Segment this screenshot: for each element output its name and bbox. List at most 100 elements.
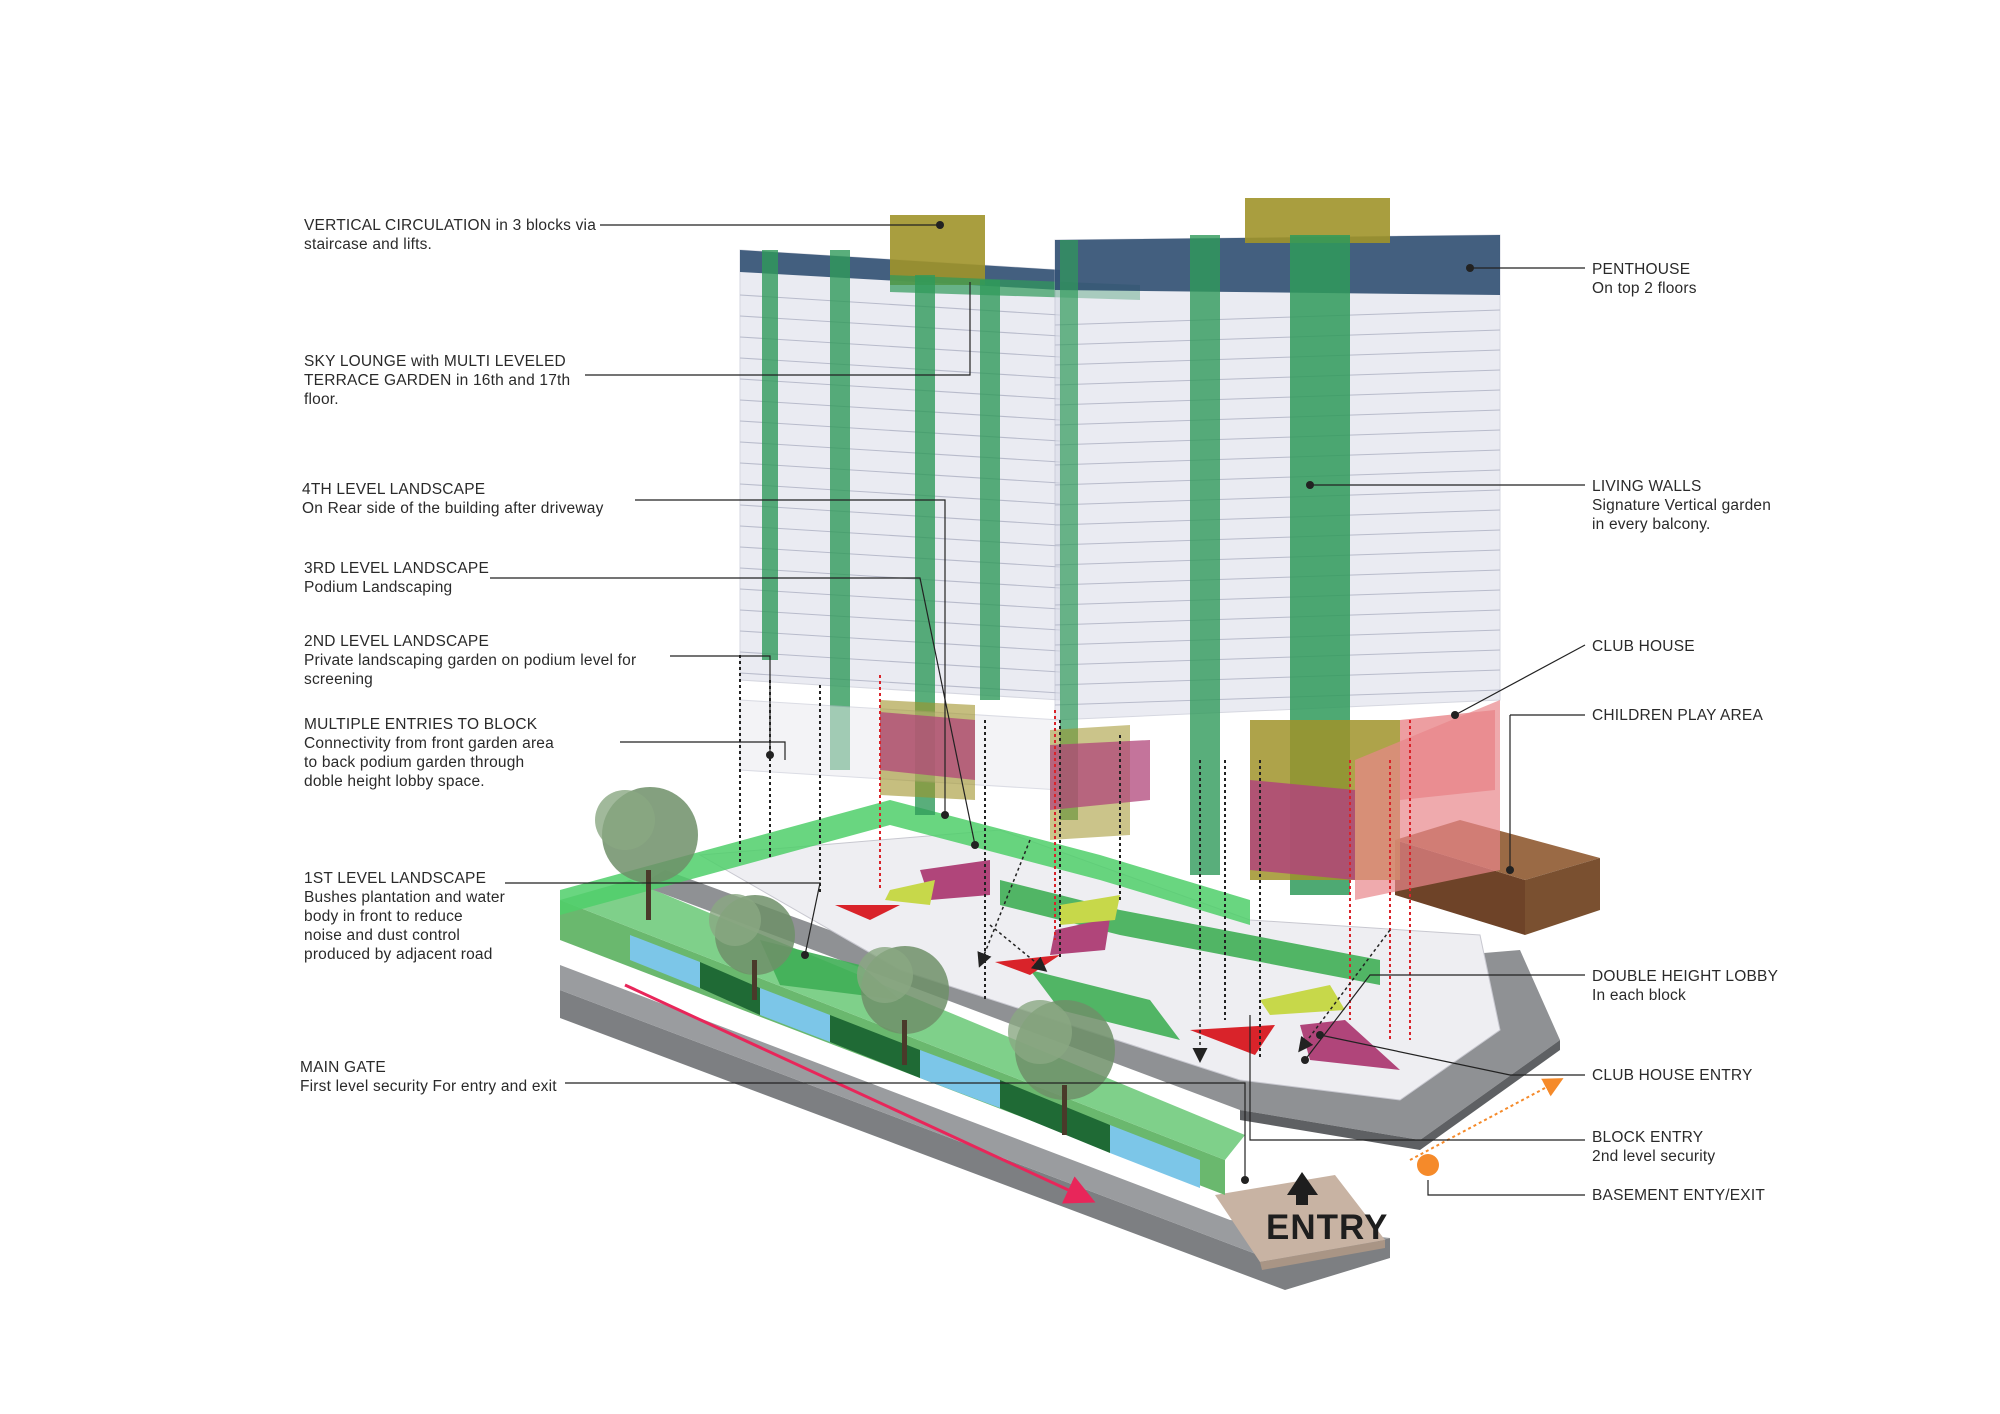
label-block-entry: BLOCK ENTRY 2nd level security [1592, 1128, 1715, 1166]
floor-line [739, 336, 1061, 358]
label-sub: Signature Vertical garden [1592, 497, 1772, 514]
label-sub: doble height lobby space. [304, 773, 485, 790]
floor-line [1054, 349, 1501, 366]
label-main-gate: MAIN GATE First level security For entry… [300, 1058, 557, 1096]
label-title: DOUBLE HEIGHT LOBBY [1592, 968, 1779, 985]
label-club-house-entry: CLUB HOUSE ENTRY [1592, 1066, 1753, 1085]
entry-label: ENTRY [1266, 1208, 1389, 1247]
tree-icon [1008, 1000, 1115, 1135]
floor-line [1054, 529, 1501, 546]
water-body [760, 988, 830, 1042]
label-title: SKY LOUNGE with MULTI LEVELED [304, 353, 566, 370]
label-title: 3RD LEVEL LANDSCAPE [304, 560, 489, 577]
label-sub: First level security For entry and exit [300, 1078, 557, 1095]
tree-icon [709, 894, 795, 1000]
floor-line [1054, 549, 1501, 566]
floor-line [1054, 669, 1501, 686]
floor-line [1054, 649, 1501, 666]
block-entry-pad [1190, 1025, 1275, 1055]
floor-line [739, 504, 1061, 526]
label-sub: Bushes plantation and water [304, 889, 506, 906]
floor-line [1054, 569, 1501, 586]
label-level1-landscape: 1ST LEVEL LANDSCAPE Bushes plantation an… [304, 869, 505, 964]
label-sub: produced by adjacent road [304, 946, 493, 963]
label-sub: staircase and lifts. [304, 236, 433, 253]
entry-arrow-icon [1287, 1172, 1318, 1205]
floor-line [739, 672, 1061, 694]
label-sub: in every balcony. [1592, 516, 1711, 533]
floor-line [739, 399, 1061, 421]
label-multiple-entries: MULTIPLE ENTRIES TO BLOCK Connectivity f… [304, 715, 554, 791]
leader-dots [766, 221, 1514, 1184]
label-title: BASEMENT ENTY/EXIT [1592, 1187, 1765, 1204]
label-sub: floor. [304, 391, 339, 408]
water-body [920, 1050, 1000, 1108]
floor-line [739, 294, 1061, 316]
floor-line [1054, 409, 1501, 426]
water-body [630, 935, 700, 988]
label-sub: Connectivity from front garden area [304, 735, 554, 752]
label-sub: body in front to reduce [304, 908, 463, 925]
leader-lines [490, 224, 1586, 1196]
label-sub: Podium Landscaping [304, 579, 453, 596]
floor-line [739, 651, 1061, 673]
double-height-lobby [1250, 780, 1355, 880]
floor-line [1054, 609, 1501, 626]
ground-lobby-pads [835, 860, 1400, 1070]
floor-line [1054, 309, 1501, 326]
floor-line [739, 462, 1061, 484]
floor-line [1054, 589, 1501, 606]
floor-line [1054, 469, 1501, 486]
label-club-house: CLUB HOUSE [1592, 637, 1695, 656]
floor-line [1054, 689, 1501, 706]
label-level4-landscape: 4TH LEVEL LANDSCAPE On Rear side of the … [302, 480, 604, 518]
floor-line [1054, 389, 1501, 406]
label-title: CHILDREN PLAY AREA [1592, 707, 1764, 724]
floor-line [739, 630, 1061, 652]
label-sub: 2nd level security [1592, 1148, 1716, 1165]
label-sub: Private landscaping garden on podium lev… [304, 652, 637, 669]
label-level2-landscape: 2ND LEVEL LANDSCAPE Private landscaping … [304, 632, 636, 689]
circulation-arrows [977, 839, 1564, 1161]
label-title: CLUB HOUSE [1592, 638, 1695, 655]
label-title: PENTHOUSE [1592, 261, 1691, 278]
water-body [1110, 1125, 1200, 1188]
floor-line [1054, 629, 1501, 646]
label-title: BLOCK ENTRY [1592, 1129, 1704, 1146]
label-sub: On Rear side of the building after drive… [302, 500, 604, 517]
floor-line [739, 357, 1061, 379]
floor-line [739, 609, 1061, 631]
label-title: CLUB HOUSE ENTRY [1592, 1067, 1753, 1084]
floor-line [739, 441, 1061, 463]
tree-icon [857, 946, 949, 1065]
label-sub: screening [304, 671, 374, 688]
basement-entry-marker [1417, 1154, 1439, 1176]
label-title: 4TH LEVEL LANDSCAPE [302, 481, 486, 498]
basement-ramp-arrow [1409, 1078, 1564, 1161]
floor-line [1054, 509, 1501, 526]
label-sub: TERRACE GARDEN in 16th and 17th [304, 372, 571, 389]
label-sub: noise and dust control [304, 927, 461, 944]
floor-line [1054, 329, 1501, 346]
floor-line [1054, 429, 1501, 446]
label-vertical-circulation: VERTICAL CIRCULATION in 3 blocks via sta… [304, 216, 596, 254]
label-sub: In each block [1592, 987, 1686, 1004]
floor-line [739, 378, 1061, 400]
label-level3-landscape: 3RD LEVEL LANDSCAPE Podium Landscaping [304, 559, 489, 597]
tower-right [1050, 198, 1501, 900]
label-sub: On top 2 floors [1592, 280, 1697, 297]
floor-line [1054, 489, 1501, 506]
penthouse-block [1055, 235, 1500, 295]
label-sky-lounge: SKY LOUNGE with MULTI LEVELED TERRACE GA… [304, 352, 570, 409]
entry-pad [1215, 1175, 1385, 1270]
label-title: MAIN GATE [300, 1059, 386, 1076]
floor-line [739, 546, 1061, 568]
label-living-walls: LIVING WALLS Signature Vertical garden i… [1592, 477, 1771, 534]
floor-line [739, 483, 1061, 505]
floor-line [739, 420, 1061, 442]
label-basement-entry-exit: BASEMENT ENTY/EXIT [1592, 1186, 1765, 1205]
floor-line [739, 315, 1061, 337]
label-title: VERTICAL CIRCULATION in 3 blocks via [304, 217, 597, 234]
label-title: 2ND LEVEL LANDSCAPE [304, 633, 489, 650]
